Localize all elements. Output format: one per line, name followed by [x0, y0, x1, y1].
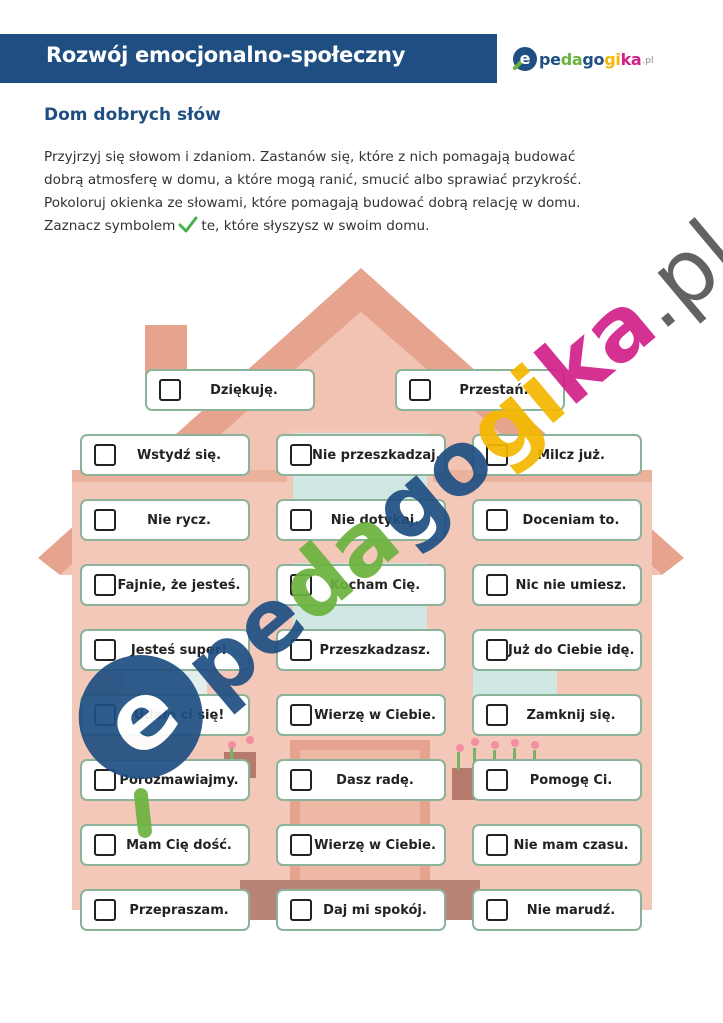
logo-wordmark: pedagogika	[539, 49, 642, 69]
word-card[interactable]: Przepraszam.	[80, 889, 250, 931]
word-card[interactable]: Nie mam czasu.	[472, 824, 642, 866]
word-card[interactable]: Nie dotykaj.	[276, 499, 446, 541]
word-card[interactable]: Nie rycz.	[80, 499, 250, 541]
card-label: Kocham Cię.	[329, 577, 421, 593]
card-checkbox[interactable]	[290, 444, 312, 466]
word-card[interactable]: Fajnie, że jesteś.	[80, 564, 250, 606]
card-checkbox[interactable]	[290, 639, 312, 661]
card-label: Nie marudź.	[526, 902, 616, 918]
card-label: Nie rycz.	[147, 512, 211, 528]
card-label: Doceniam to.	[522, 512, 620, 528]
word-card[interactable]: Jesteś super!	[80, 629, 250, 671]
card-label: Nie mam czasu.	[513, 837, 629, 853]
card-label: Udało ci się!	[133, 707, 225, 723]
word-card[interactable]: Mam Cię dość.	[80, 824, 250, 866]
card-label: Przeszkadzasz.	[319, 642, 431, 658]
card-label: Przestań.	[459, 382, 529, 398]
card-checkbox[interactable]	[159, 379, 181, 401]
word-card[interactable]: Wierzę w Ciebie.	[276, 824, 446, 866]
card-label: Wierzę w Ciebie.	[314, 837, 436, 853]
word-card[interactable]: Dziękuję.	[145, 369, 315, 411]
card-label: Mam Cię dość.	[126, 837, 232, 853]
card-checkbox[interactable]	[94, 574, 116, 596]
card-label: Nie dotykaj.	[330, 512, 420, 528]
word-card[interactable]: Nie marudź.	[472, 889, 642, 931]
card-checkbox[interactable]	[94, 834, 116, 856]
card-checkbox[interactable]	[486, 639, 508, 661]
page-title: Rozwój emocjonalno-społeczny	[46, 43, 406, 67]
logo-part: ka	[620, 49, 642, 69]
word-card[interactable]: Przestań.	[395, 369, 565, 411]
logo-e-letter: e	[520, 49, 531, 68]
word-card[interactable]: Nie przeszkadzaj.	[276, 434, 446, 476]
word-card[interactable]: Doceniam to.	[472, 499, 642, 541]
card-checkbox[interactable]	[486, 509, 508, 531]
word-card[interactable]: Wstydź się.	[80, 434, 250, 476]
card-label: Wstydź się.	[136, 447, 222, 463]
word-card[interactable]: Nic nie umiesz.	[472, 564, 642, 606]
word-card[interactable]: Milcz już.	[472, 434, 642, 476]
logo-part: go	[582, 49, 605, 69]
word-card[interactable]: Dasz radę.	[276, 759, 446, 801]
word-card[interactable]: Zamknij się.	[472, 694, 642, 736]
card-label: Fajnie, że jesteś.	[117, 577, 241, 593]
card-label: Wierzę w Ciebie.	[314, 707, 436, 723]
word-card[interactable]: Daj mi spokój.	[276, 889, 446, 931]
word-card[interactable]: Porozmawiajmy.	[80, 759, 250, 801]
instruction-text: te, które słyszysz w swoim domu.	[201, 218, 430, 234]
word-card[interactable]: Wierzę w Ciebie.	[276, 694, 446, 736]
card-checkbox[interactable]	[486, 444, 508, 466]
card-checkbox[interactable]	[290, 769, 312, 791]
card-label: Już do Ciebie idę.	[508, 642, 635, 658]
instruction-line: Zaznacz symbolem te, które słyszysz w swo…	[44, 215, 684, 238]
worksheet-subtitle: Dom dobrych słów	[44, 105, 221, 125]
card-checkbox[interactable]	[94, 509, 116, 531]
card-checkbox[interactable]	[94, 899, 116, 921]
word-card[interactable]: Już do Ciebie idę.	[472, 629, 642, 671]
logo-part: da	[560, 49, 583, 69]
logo-part: gi	[604, 49, 621, 69]
card-checkbox[interactable]	[94, 704, 116, 726]
card-label: Dasz radę.	[336, 772, 414, 788]
header-banner: Rozwój emocjonalno-społeczny	[0, 34, 497, 83]
word-card[interactable]: Przeszkadzasz.	[276, 629, 446, 671]
instruction-line: dobrą atmosferę w domu, a które mogą ran…	[44, 172, 582, 188]
word-card[interactable]: Pomogę Ci.	[472, 759, 642, 801]
card-checkbox[interactable]	[486, 704, 508, 726]
card-checkbox[interactable]	[486, 574, 508, 596]
logo-part: pe	[539, 49, 561, 69]
card-label: Jesteś super!	[130, 642, 228, 658]
card-checkbox[interactable]	[409, 379, 431, 401]
card-label: Przepraszam.	[129, 902, 229, 918]
instruction-line: Pokoloruj okienka ze słowami, które poma…	[44, 195, 581, 211]
card-label: Zamknij się.	[526, 707, 616, 723]
card-checkbox[interactable]	[486, 834, 508, 856]
card-label: Milcz już.	[537, 447, 605, 463]
instructions: Przyjrzyj się słowom i zdaniom. Zastanów…	[44, 146, 684, 238]
word-card[interactable]: Kocham Cię.	[276, 564, 446, 606]
card-label: Pomogę Ci.	[529, 772, 613, 788]
card-checkbox[interactable]	[486, 769, 508, 791]
word-card[interactable]: Udało ci się!	[80, 694, 250, 736]
logo-suffix: .pl	[642, 56, 654, 66]
card-checkbox[interactable]	[290, 899, 312, 921]
instruction-text: Zaznacz symbolem	[44, 218, 176, 234]
checkmark-icon	[178, 216, 198, 233]
card-checkbox[interactable]	[290, 704, 312, 726]
card-label: Daj mi spokój.	[323, 902, 427, 918]
card-checkbox[interactable]	[486, 899, 508, 921]
instruction-line: Przyjrzyj się słowom i zdaniom. Zastanów…	[44, 149, 576, 165]
card-label: Nie przeszkadzaj.	[312, 447, 441, 463]
card-label: Dziękuję.	[210, 382, 278, 398]
card-checkbox[interactable]	[94, 769, 116, 791]
card-checkbox[interactable]	[290, 834, 312, 856]
card-label: Porozmawiajmy.	[119, 772, 239, 788]
logo-e-icon: e	[513, 47, 537, 71]
site-logo[interactable]: e pedagogika .pl	[512, 42, 654, 76]
card-checkbox[interactable]	[290, 574, 312, 596]
card-checkbox[interactable]	[94, 444, 116, 466]
card-checkbox[interactable]	[94, 639, 116, 661]
card-checkbox[interactable]	[290, 509, 312, 531]
card-label: Nic nie umiesz.	[515, 577, 627, 593]
